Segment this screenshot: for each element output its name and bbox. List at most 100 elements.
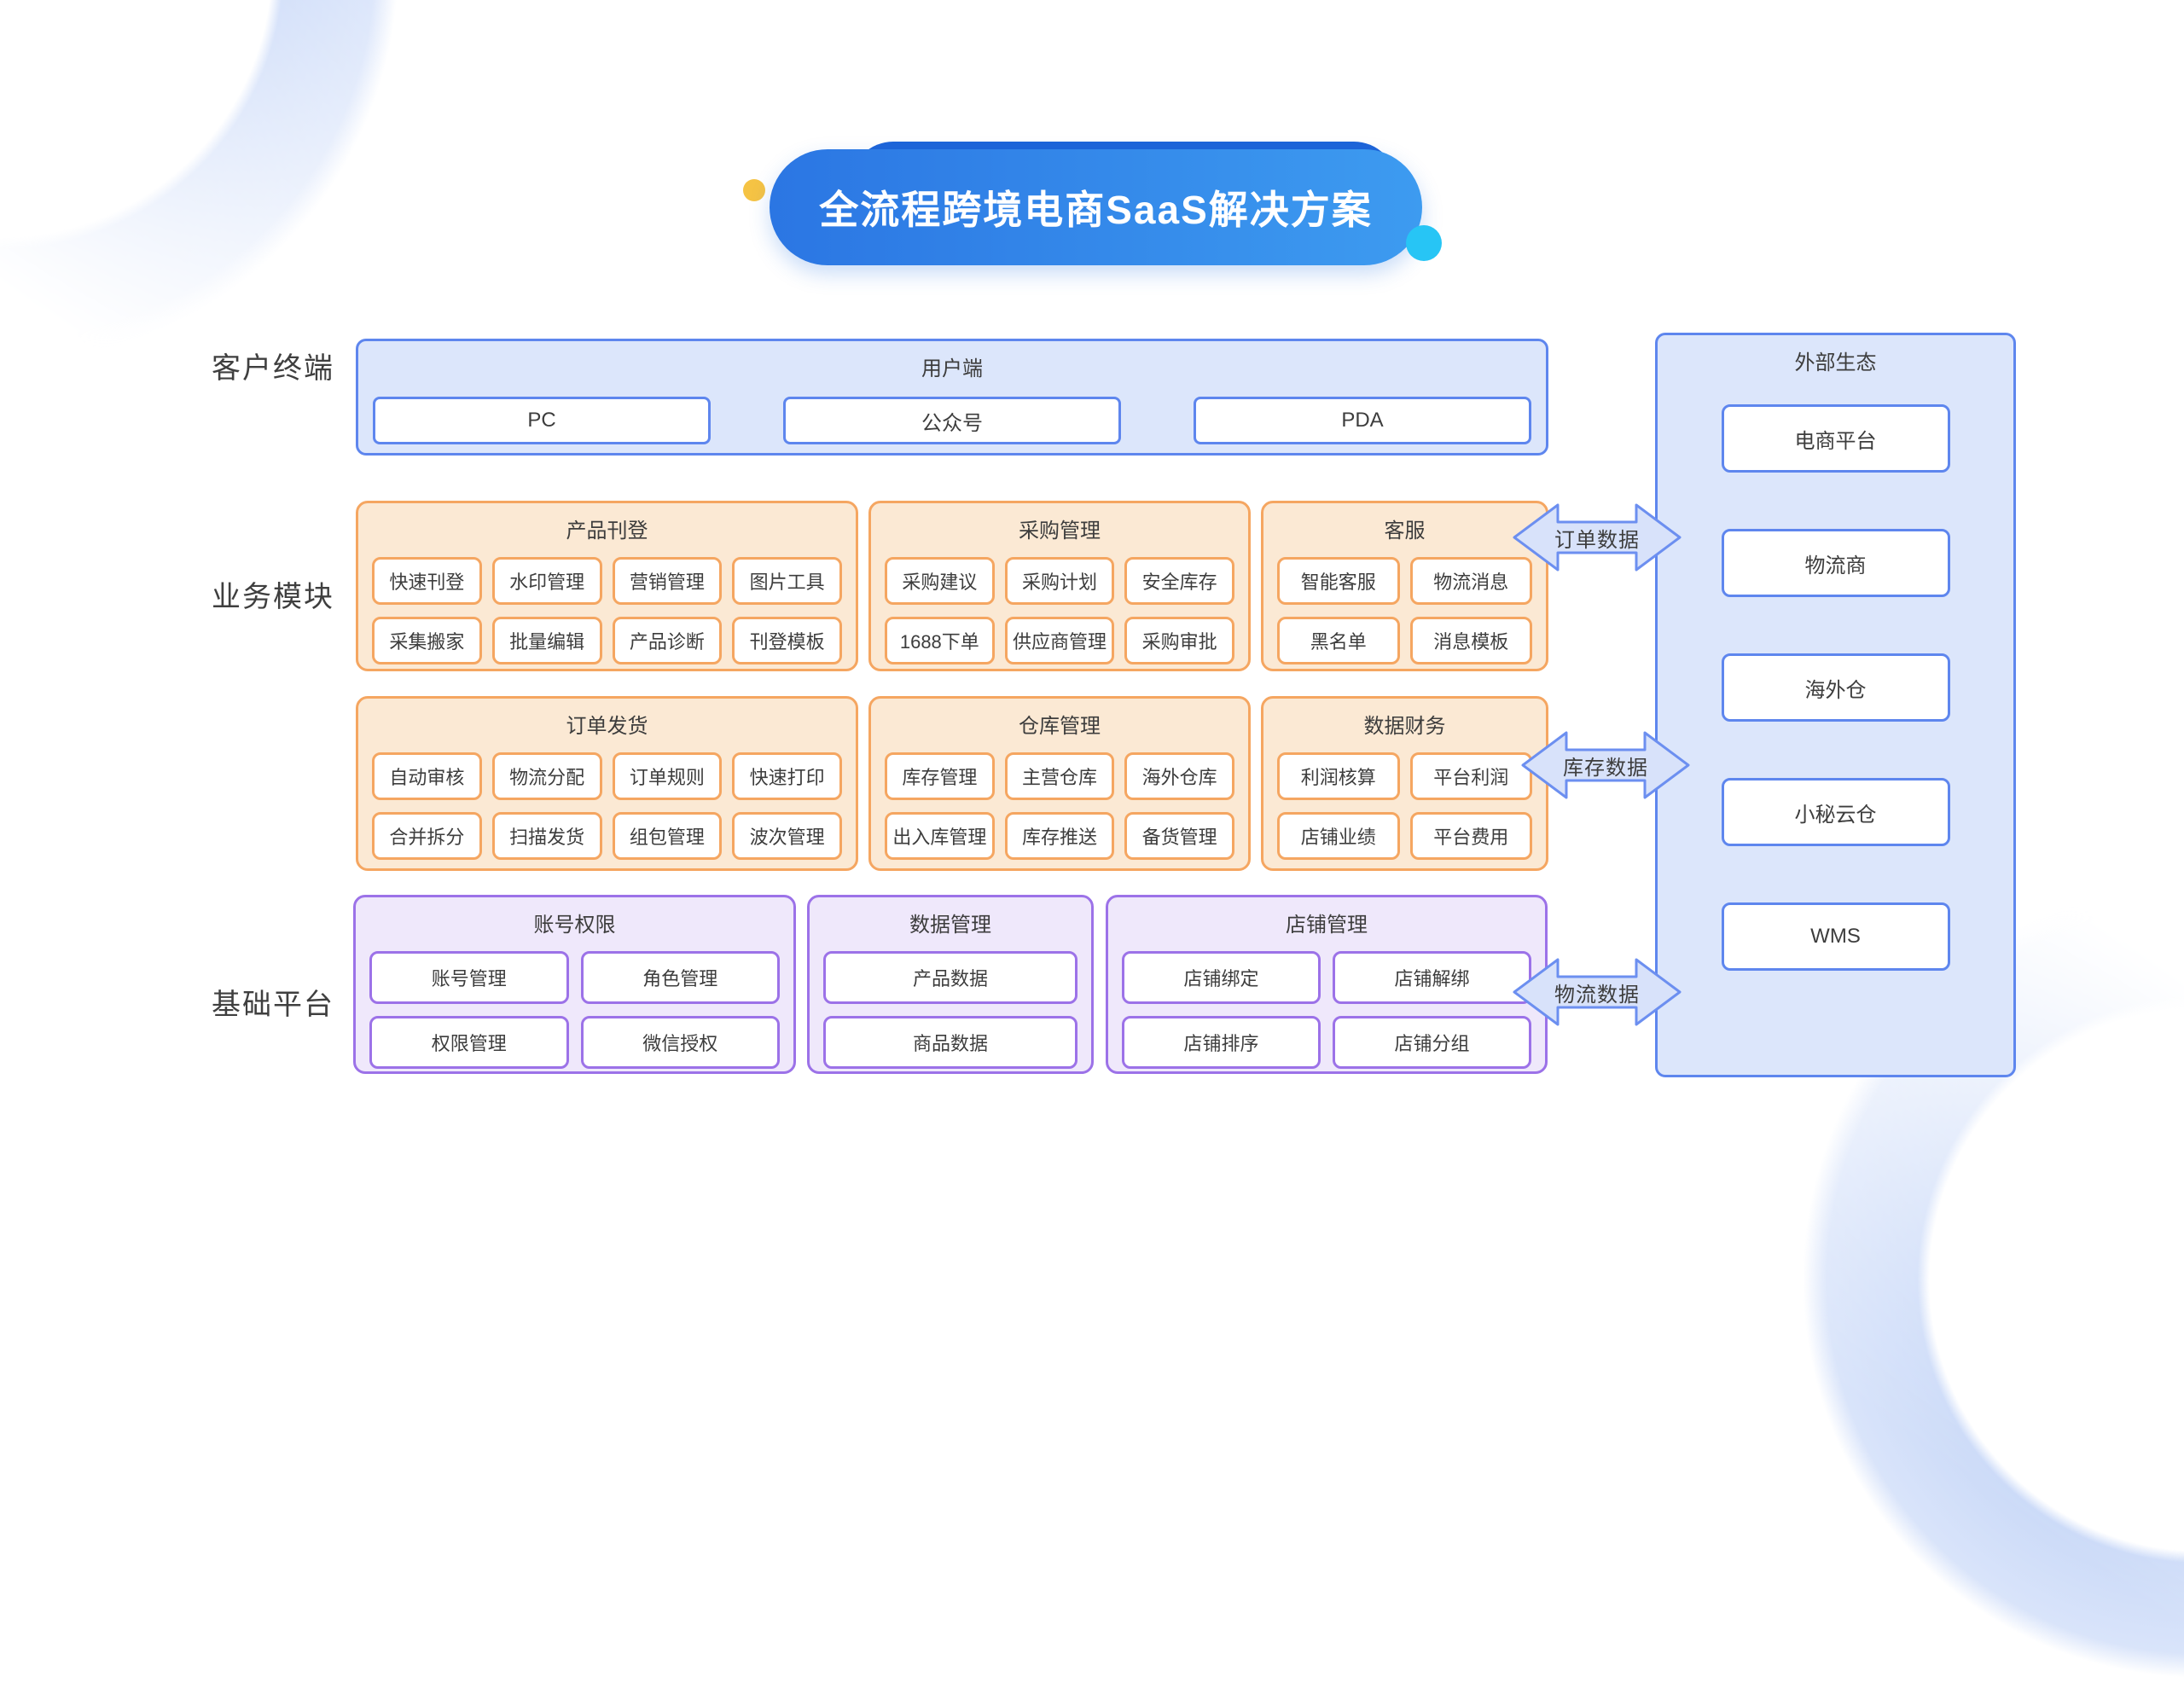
group-external-ecosystem: 外部生态 电商平台 物流商 海外仓 小秘云仓 WMS bbox=[1655, 333, 2016, 1077]
group-title-warehouse: 仓库管理 bbox=[1019, 715, 1101, 738]
module-chip: 供应商管理 bbox=[1004, 617, 1115, 664]
group-title-data-management: 数据管理 bbox=[909, 914, 991, 937]
module-chip: 权限管理 bbox=[369, 1016, 569, 1069]
arrow-label-stock-data: 库存数据 bbox=[1563, 756, 1648, 780]
arrow-order-data: 订单数据 bbox=[1512, 498, 1682, 577]
group-title-external-ecosystem: 外部生态 bbox=[1794, 351, 1877, 374]
module-chip: 1688下单 bbox=[885, 617, 995, 664]
module-chip: 组包管理 bbox=[612, 812, 723, 860]
module-chip: 主营仓库 bbox=[1004, 752, 1115, 800]
module-chip: 库存管理 bbox=[885, 752, 995, 800]
module-chip: 黑名单 bbox=[1277, 617, 1400, 664]
module-chip: 库存推送 bbox=[1004, 812, 1115, 860]
module-chip: 产品诊断 bbox=[612, 617, 723, 664]
chip-grid: 账号管理 角色管理 权限管理 微信授权 bbox=[356, 951, 793, 1069]
group-title-data-finance: 数据财务 bbox=[1363, 715, 1446, 738]
double-arrow-icon bbox=[1513, 503, 1682, 572]
side-label-platform: 基础平台 bbox=[212, 989, 334, 1021]
group-warehouse-management: 仓库管理 库存管理 主营仓库 海外仓库 出入库管理 库存推送 备货管理 bbox=[868, 696, 1251, 871]
external-box-ecommerce-platform: 电商平台 bbox=[1721, 404, 1950, 473]
chip-grid: 店铺绑定 店铺解绑 店铺排序 店铺分组 bbox=[1108, 951, 1545, 1069]
group-title-purchase: 采购管理 bbox=[1019, 519, 1101, 543]
group-account-permission: 账号权限 账号管理 角色管理 权限管理 微信授权 bbox=[353, 895, 796, 1074]
module-chip: 产品数据 bbox=[823, 951, 1077, 1004]
module-chip: 店铺业绩 bbox=[1277, 812, 1400, 860]
group-title-customer-service: 客服 bbox=[1384, 519, 1426, 543]
module-chip: 快速打印 bbox=[732, 752, 842, 800]
arrow-stock-data: 库存数据 bbox=[1520, 726, 1691, 804]
group-order-shipping: 订单发货 自动审核 物流分配 订单规则 快速打印 合并拆分 扫描发货 组包管理 … bbox=[356, 696, 858, 871]
double-arrow-icon bbox=[1513, 958, 1682, 1026]
module-chip: 采购建议 bbox=[885, 557, 995, 605]
diagram-title: 全流程跨境电商SaaS解决方案 bbox=[819, 188, 1373, 232]
module-chip: 图片工具 bbox=[732, 557, 842, 605]
group-product-publish: 产品刊登 快速刊登 水印管理 营销管理 图片工具 采集搬家 批量编辑 产品诊断 … bbox=[356, 501, 858, 671]
module-chip: 物流分配 bbox=[491, 752, 602, 800]
module-chip: 海外仓库 bbox=[1124, 752, 1234, 800]
module-chip: 波次管理 bbox=[732, 812, 842, 860]
client-box-pc: PC bbox=[373, 397, 711, 444]
chip-grid: 库存管理 主营仓库 海外仓库 出入库管理 库存推送 备货管理 bbox=[871, 752, 1248, 860]
group-user-terminal: 用户端 PC 公众号 PDA bbox=[356, 339, 1548, 456]
chip-grid: 快速刊登 水印管理 营销管理 图片工具 采集搬家 批量编辑 产品诊断 刊登模板 bbox=[358, 557, 856, 664]
module-chip: 采购审批 bbox=[1124, 617, 1234, 664]
group-data-finance: 数据财务 利润核算 平台利润 店铺业绩 平台费用 bbox=[1261, 696, 1548, 871]
decor-ring-top-left bbox=[0, 0, 427, 392]
side-label-client: 客户终端 bbox=[212, 352, 334, 385]
module-chip: 安全库存 bbox=[1124, 557, 1234, 605]
group-title-shop-management: 店铺管理 bbox=[1286, 914, 1368, 937]
yellow-dot-decor bbox=[743, 179, 765, 201]
chip-grid: 采购建议 采购计划 安全库存 1688下单 供应商管理 采购审批 bbox=[871, 557, 1248, 664]
external-box-xiaomi-cloud-warehouse: 小秘云仓 bbox=[1721, 778, 1950, 846]
module-chip: 刊登模板 bbox=[732, 617, 842, 664]
chip-grid: 智能客服 物流消息 黑名单 消息模板 bbox=[1263, 557, 1546, 664]
module-chip: 采集搬家 bbox=[372, 617, 482, 664]
module-chip: 智能客服 bbox=[1277, 557, 1400, 605]
module-chip: 账号管理 bbox=[369, 951, 569, 1004]
module-chip: 店铺排序 bbox=[1122, 1016, 1321, 1069]
group-purchase-management: 采购管理 采购建议 采购计划 安全库存 1688下单 供应商管理 采购审批 bbox=[868, 501, 1251, 671]
module-chip: 备货管理 bbox=[1124, 812, 1234, 860]
client-box-pda: PDA bbox=[1194, 397, 1531, 444]
module-chip: 订单规则 bbox=[612, 752, 723, 800]
group-title-user-terminal: 用户端 bbox=[921, 357, 983, 380]
module-chip: 微信授权 bbox=[580, 1016, 780, 1069]
side-label-business: 业务模块 bbox=[212, 581, 334, 613]
arrow-logistics-data: 物流数据 bbox=[1512, 953, 1682, 1031]
module-chip: 出入库管理 bbox=[885, 812, 995, 860]
external-box-wms: WMS bbox=[1721, 902, 1950, 971]
module-chip: 快速刊登 bbox=[372, 557, 482, 605]
client-box-official-account: 公众号 bbox=[783, 397, 1121, 444]
module-chip: 采购计划 bbox=[1004, 557, 1115, 605]
module-chip: 扫描发货 bbox=[491, 812, 602, 860]
group-shop-management: 店铺管理 店铺绑定 店铺解绑 店铺排序 店铺分组 bbox=[1106, 895, 1548, 1074]
arrow-label-order-data: 订单数据 bbox=[1554, 528, 1640, 552]
chip-grid: 产品数据 商品数据 bbox=[810, 951, 1091, 1069]
group-customer-service: 客服 智能客服 物流消息 黑名单 消息模板 bbox=[1261, 501, 1548, 671]
diagram-title-pill: 全流程跨境电商SaaS解决方案 bbox=[770, 149, 1422, 265]
module-chip: 水印管理 bbox=[491, 557, 602, 605]
group-title-order-shipping: 订单发货 bbox=[566, 715, 648, 738]
module-chip: 店铺绑定 bbox=[1122, 951, 1321, 1004]
module-chip: 消息模板 bbox=[1409, 617, 1532, 664]
external-box-overseas-warehouse: 海外仓 bbox=[1721, 653, 1950, 722]
group-data-management: 数据管理 产品数据 商品数据 bbox=[807, 895, 1094, 1074]
arrow-label-logistics-data: 物流数据 bbox=[1554, 983, 1640, 1007]
chip-grid: 自动审核 物流分配 订单规则 快速打印 合并拆分 扫描发货 组包管理 波次管理 bbox=[358, 752, 856, 860]
cyan-dot-decor bbox=[1406, 225, 1442, 261]
module-chip: 店铺解绑 bbox=[1333, 951, 1531, 1004]
module-chip: 平台利润 bbox=[1409, 752, 1532, 800]
module-chip: 商品数据 bbox=[823, 1016, 1077, 1069]
module-chip: 批量编辑 bbox=[491, 617, 602, 664]
double-arrow-icon bbox=[1521, 731, 1690, 799]
chip-grid: 利润核算 平台利润 店铺业绩 平台费用 bbox=[1263, 752, 1546, 860]
module-chip: 合并拆分 bbox=[372, 812, 482, 860]
module-chip: 角色管理 bbox=[580, 951, 780, 1004]
module-chip: 店铺分组 bbox=[1333, 1016, 1531, 1069]
group-title-account-permission: 账号权限 bbox=[533, 914, 616, 937]
module-chip: 营销管理 bbox=[612, 557, 723, 605]
module-chip: 平台费用 bbox=[1409, 812, 1532, 860]
external-box-logistics-provider: 物流商 bbox=[1721, 529, 1950, 597]
group-title-product-publish: 产品刊登 bbox=[566, 519, 648, 543]
module-chip: 利润核算 bbox=[1277, 752, 1400, 800]
